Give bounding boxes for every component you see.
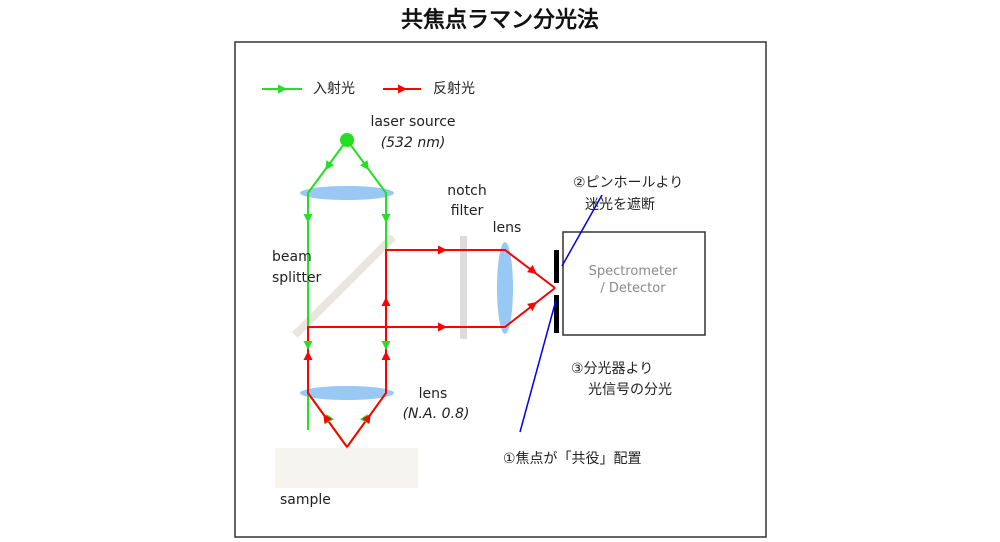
arrowhead-icon	[381, 341, 391, 350]
beam-splitter	[292, 234, 396, 338]
splitter-label: splitter	[272, 270, 322, 286]
arrowhead-icon	[303, 214, 313, 223]
detector-label-2: / Detector	[600, 281, 666, 296]
arrowhead-icon	[325, 160, 334, 171]
arrowhead-icon	[381, 297, 391, 306]
beam-label: beam	[272, 249, 312, 265]
arrowhead-icon	[438, 245, 447, 255]
diagram-title: 共焦点ラマン分光法	[401, 7, 599, 33]
spectrometer-detector-box	[562, 231, 706, 336]
pinhole-annotation-2: 迷光を遮断	[585, 197, 655, 213]
arrowhead-icon	[527, 264, 537, 275]
arrowhead-icon	[360, 160, 369, 171]
collimating-lens	[300, 186, 394, 200]
pinhole-annotation-1: ②ピンホールより	[573, 175, 683, 191]
legend: 入射光 反射光	[262, 81, 475, 97]
conjugate-annotation-pointer	[519, 299, 557, 433]
detector-label-1: Spectrometer	[589, 264, 679, 279]
arrowhead-icon	[398, 84, 407, 94]
conjugate-annotation: ①焦点が「共役」配置	[503, 451, 642, 467]
arrowhead-icon	[303, 351, 313, 360]
arrowhead-icon	[323, 413, 332, 424]
focusing-lens-label: lens	[493, 220, 522, 236]
arrowhead-icon	[438, 322, 447, 332]
spectrometer-annotation-2: 光信号の分光	[588, 382, 672, 398]
objective-lens-label: lens	[419, 386, 448, 402]
reflected-rays	[307, 249, 556, 448]
legend-reflected-label: 反射光	[433, 81, 475, 97]
notch-filter	[460, 236, 467, 339]
arrowhead-icon	[381, 351, 391, 360]
spectrometer-annotation-1: ③分光器より	[571, 361, 653, 377]
arrowhead-icon	[362, 413, 371, 424]
arrowhead-icon	[278, 84, 287, 94]
filter-label: filter	[451, 203, 484, 219]
sample-stage	[275, 448, 418, 488]
ray-arrowheads	[278, 84, 537, 425]
laser-source-dot	[340, 133, 354, 147]
objective-lens	[300, 386, 394, 400]
pinhole-annotation-pointer	[561, 194, 603, 267]
arrowhead-icon	[527, 301, 537, 312]
reflected-ray-lower	[307, 287, 556, 448]
numerical-aperture-label: (N.A. 0.8)	[403, 406, 470, 422]
sample-label: sample	[280, 492, 331, 508]
arrowhead-icon	[381, 214, 391, 223]
focusing-lens	[497, 242, 513, 334]
arrowhead-icon	[303, 341, 313, 350]
pinhole-upper	[554, 250, 559, 283]
wavelength-label: (532 nm)	[381, 135, 446, 151]
legend-incident-label: 入射光	[313, 81, 355, 97]
pinhole-lower	[554, 295, 559, 333]
laser-source-label: laser source	[370, 114, 455, 130]
notch-label: notch	[447, 183, 487, 199]
reflected-ray-upper	[346, 249, 556, 448]
